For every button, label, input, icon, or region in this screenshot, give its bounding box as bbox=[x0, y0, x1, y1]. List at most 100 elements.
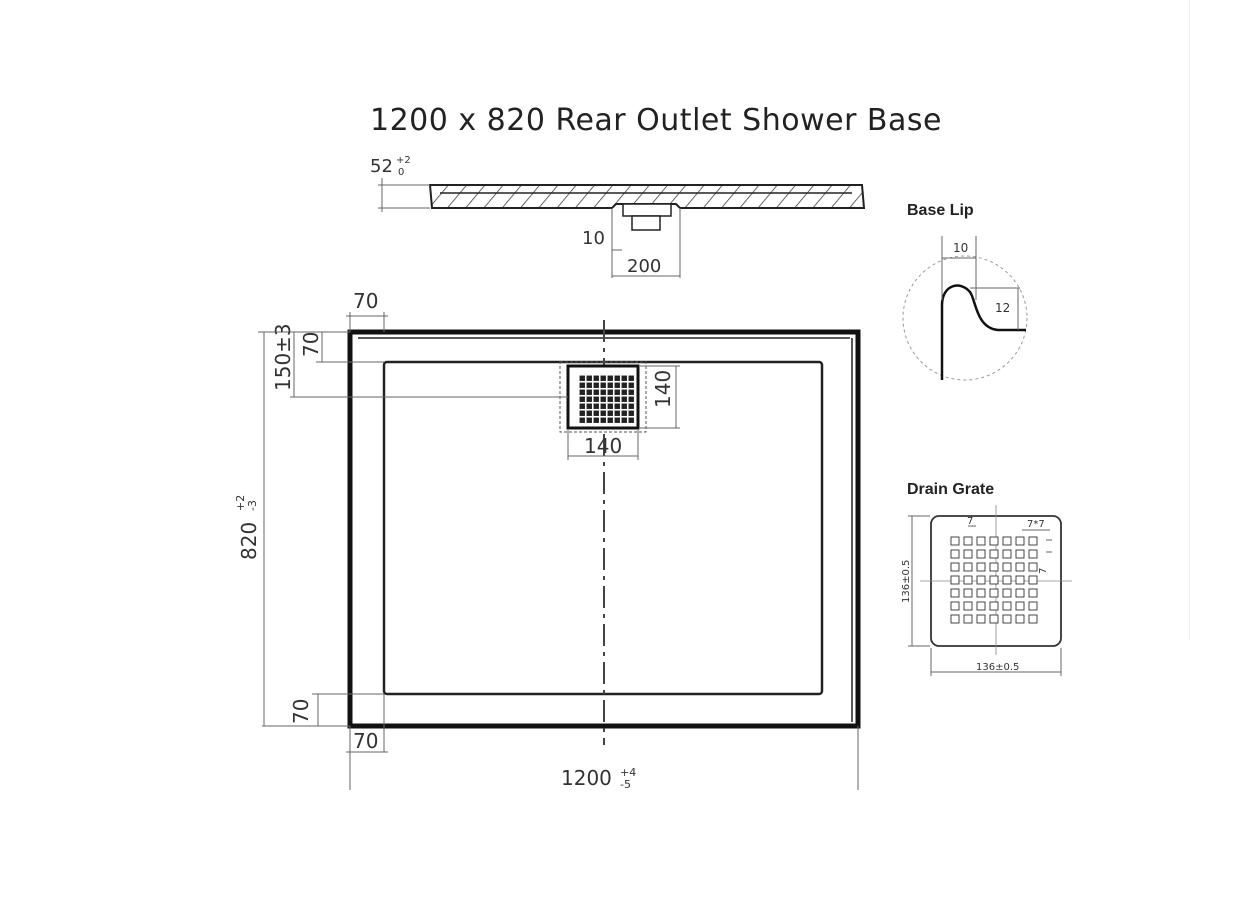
grate-hole bbox=[600, 389, 606, 395]
plan-lip-bottom: 70 bbox=[289, 699, 313, 724]
section-depth-tol-minus: 0 bbox=[398, 167, 404, 178]
grate-hole bbox=[963, 575, 973, 585]
grate-hole bbox=[989, 575, 999, 585]
grate-hole bbox=[614, 396, 620, 402]
grate-hole bbox=[586, 396, 592, 402]
grate-hole bbox=[989, 588, 999, 598]
grate-hole bbox=[621, 375, 627, 381]
grate-hole bbox=[1002, 562, 1012, 572]
grate-hole bbox=[579, 396, 585, 402]
grate-hole bbox=[628, 396, 634, 402]
grate-hole bbox=[621, 389, 627, 395]
grate-hole bbox=[976, 588, 986, 598]
grate-hole bbox=[586, 389, 592, 395]
plan-width: 1200 bbox=[561, 766, 612, 790]
base-lip-heading: Base Lip bbox=[907, 202, 974, 219]
grate-hole bbox=[1028, 562, 1038, 572]
base-lip-height: 12 bbox=[995, 301, 1010, 315]
grate-hole bbox=[586, 417, 592, 423]
grate-hole bbox=[950, 614, 960, 624]
page-edge-line bbox=[1189, 0, 1190, 640]
grate-hole bbox=[1028, 549, 1038, 559]
grate-hole bbox=[628, 417, 634, 423]
grate-hole bbox=[950, 562, 960, 572]
grate-hole bbox=[950, 575, 960, 585]
page-title: 1200 x 820 Rear Outlet Shower Base bbox=[370, 103, 942, 138]
grate-hole bbox=[593, 410, 599, 416]
grate-hole bbox=[1002, 536, 1012, 546]
grate-hole bbox=[628, 403, 634, 409]
plan-width-tol-plus: +4 bbox=[620, 766, 636, 779]
grate-hole bbox=[593, 396, 599, 402]
section-depth-value: 52 bbox=[370, 156, 393, 177]
grate-hole bbox=[1028, 588, 1038, 598]
detail-grate-holes bbox=[950, 536, 1038, 624]
drain-grate-side-dim: 7 bbox=[1038, 568, 1049, 574]
grate-hole bbox=[614, 375, 620, 381]
grate-hole bbox=[989, 562, 999, 572]
grate-hole bbox=[1028, 614, 1038, 624]
base-lip-detail: Base Lip 10 12 bbox=[902, 202, 1028, 381]
grate-hole bbox=[1002, 575, 1012, 585]
grate-hole bbox=[593, 382, 599, 388]
plan-width-tol-minus: -5 bbox=[620, 778, 631, 791]
plan-drain-height: 140 bbox=[651, 370, 675, 408]
grate-hole bbox=[593, 403, 599, 409]
grate-hole bbox=[989, 601, 999, 611]
grate-hole bbox=[1015, 601, 1025, 611]
grate-hole bbox=[1015, 575, 1025, 585]
grate-hole bbox=[963, 562, 973, 572]
plan-lip-left-bottom: 70 bbox=[353, 729, 378, 753]
grate-hole bbox=[976, 549, 986, 559]
drain-grate-hole-size: 7 bbox=[967, 516, 973, 527]
grate-hole bbox=[586, 382, 592, 388]
grate-hole bbox=[621, 382, 627, 388]
grate-hole bbox=[976, 601, 986, 611]
grate-hole bbox=[607, 403, 613, 409]
grate-hole bbox=[989, 614, 999, 624]
grate-hole bbox=[600, 375, 606, 381]
base-lip-width: 10 bbox=[953, 241, 968, 255]
grate-hole bbox=[963, 614, 973, 624]
grate-hole bbox=[1028, 601, 1038, 611]
plan-lip-top: 70 bbox=[353, 289, 378, 313]
grate-hole bbox=[1028, 575, 1038, 585]
grate-hole bbox=[1002, 588, 1012, 598]
grate-hole bbox=[621, 396, 627, 402]
grate-hole bbox=[628, 382, 634, 388]
grate-hole bbox=[579, 375, 585, 381]
grate-hole bbox=[1015, 536, 1025, 546]
plan-depth: 820 bbox=[237, 522, 261, 560]
grate-hole bbox=[1015, 562, 1025, 572]
grate-hole bbox=[976, 536, 986, 546]
grate-hole bbox=[614, 417, 620, 423]
grate-hole bbox=[950, 601, 960, 611]
grate-hole bbox=[607, 410, 613, 416]
grate-hole bbox=[1015, 549, 1025, 559]
grate-hole bbox=[1028, 536, 1038, 546]
grate-hole bbox=[621, 410, 627, 416]
section-drain-offset: 10 bbox=[582, 228, 605, 249]
section-drain-width: 200 bbox=[627, 256, 661, 277]
grate-hole bbox=[621, 403, 627, 409]
grate-hole bbox=[621, 417, 627, 423]
plan-depth-tol-minus: -3 bbox=[246, 500, 259, 511]
grate-hole bbox=[579, 389, 585, 395]
plan-drain-position: 150±3 bbox=[271, 323, 295, 391]
grate-hole bbox=[963, 549, 973, 559]
grate-hole bbox=[950, 588, 960, 598]
grate-hole bbox=[950, 536, 960, 546]
drain-grate-hole-spacing: 7*7 bbox=[1027, 519, 1045, 530]
grate-hole bbox=[600, 417, 606, 423]
plan-view: 140 140 70 70 150±3 820 +2 -3 70 70 1200 bbox=[234, 289, 861, 791]
grate-hole bbox=[607, 417, 613, 423]
drain-grate-height: 136±0.5 bbox=[901, 560, 912, 603]
grate-hole bbox=[628, 389, 634, 395]
grate-hole bbox=[1015, 614, 1025, 624]
grate-hole bbox=[586, 403, 592, 409]
grate-hole bbox=[1015, 588, 1025, 598]
grate-hole bbox=[593, 389, 599, 395]
grate-hole bbox=[1002, 549, 1012, 559]
plan-drain-width: 140 bbox=[584, 434, 622, 458]
